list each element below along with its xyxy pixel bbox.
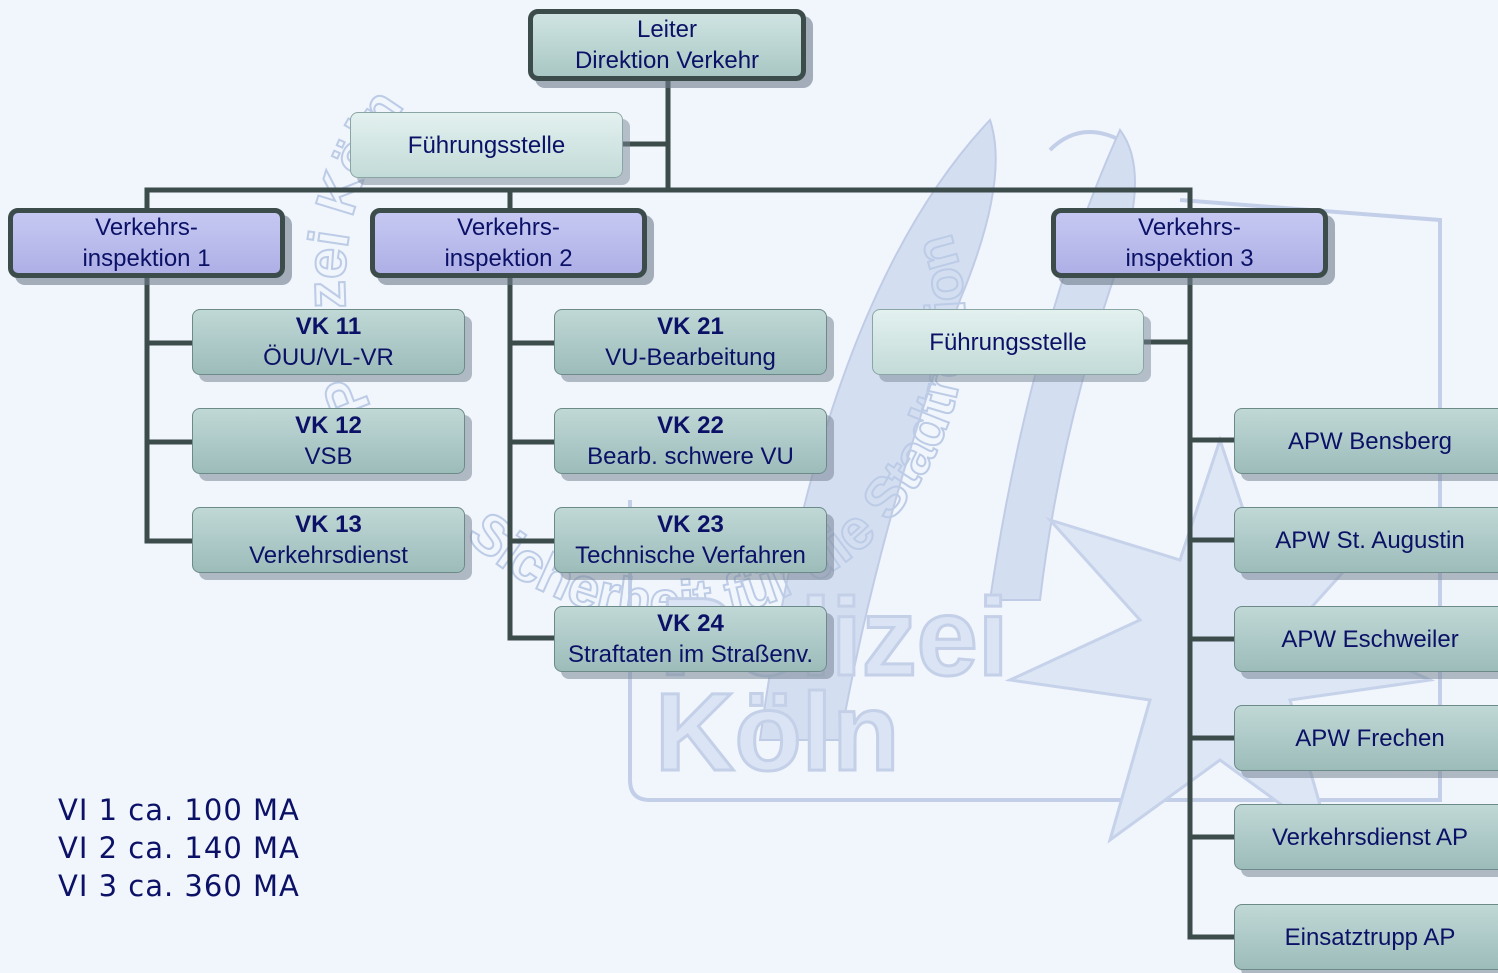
- stat-vi3: VI 3 ca. 360 MA: [58, 869, 300, 903]
- stat-vi2: VI 2 ca. 140 MA: [58, 831, 300, 865]
- unit-name: APW Frechen: [1295, 724, 1445, 752]
- inspection-3-staff-box: Führungsstelle: [872, 309, 1144, 375]
- inspection-2-line2: inspektion 2: [444, 245, 573, 272]
- staff-box: Führungsstelle: [350, 112, 623, 178]
- inspection-3-box: Verkehrs- inspektion 3: [1051, 208, 1328, 278]
- inspection-1-box: Verkehrs- inspektion 1: [8, 208, 285, 278]
- leader-title: Leiter: [636, 16, 698, 43]
- unit-code: VK 11: [295, 313, 362, 340]
- stat-vi1: VI 1 ca. 100 MA: [58, 793, 300, 827]
- unit-apw-eschweiler: APW Eschweiler: [1234, 606, 1498, 672]
- unit-apw-frechen: APW Frechen: [1234, 705, 1498, 771]
- unit-name: Verkehrsdienst: [249, 542, 408, 569]
- staff-statistics: VI 1 ca. 100 MA VI 2 ca. 140 MA VI 3 ca.…: [58, 791, 300, 905]
- leader-subtitle: Direktion Verkehr: [574, 47, 760, 74]
- unit-vk13: VK 13 Verkehrsdienst: [192, 507, 465, 573]
- emblem-frame-inner: [1048, 130, 1121, 152]
- unit-apw-bensberg: APW Bensberg: [1234, 408, 1498, 474]
- inspection-1-line1: Verkehrs-: [95, 214, 198, 241]
- unit-name: Einsatztrupp AP: [1284, 923, 1456, 951]
- unit-name: APW Bensberg: [1287, 427, 1453, 455]
- unit-einsatztrupp-ap: Einsatztrupp AP: [1234, 904, 1498, 970]
- unit-vk11: VK 11 ÖUU/VL-VR: [192, 309, 465, 375]
- inspection-1-line2: inspektion 1: [82, 245, 211, 272]
- unit-code: VK 23: [657, 511, 724, 538]
- inspection-3-line2: inspektion 3: [1125, 245, 1254, 272]
- unit-code: VK 24: [657, 610, 724, 637]
- inspection-2-line1: Verkehrs-: [457, 214, 560, 241]
- unit-apw-st-augustin: APW St. Augustin: [1234, 507, 1498, 573]
- unit-vk24: VK 24 Straftaten im Straßenv.: [554, 606, 827, 672]
- staff-label: Führungsstelle: [407, 131, 566, 159]
- unit-vk23: VK 23 Technische Verfahren: [554, 507, 827, 573]
- inspection-3-staff-label: Führungsstelle: [929, 328, 1087, 356]
- inspection-3-line1: Verkehrs-: [1138, 214, 1241, 241]
- leader-box: Leiter Direktion Verkehr: [528, 9, 806, 81]
- unit-name: Bearb. schwere VU: [587, 443, 794, 470]
- unit-vk12: VK 12 VSB: [192, 408, 465, 474]
- unit-name: VU-Bearbeitung: [605, 344, 776, 371]
- unit-code: VK 22: [657, 412, 724, 439]
- unit-code: VK 12: [295, 412, 362, 439]
- unit-name: APW Eschweiler: [1281, 625, 1459, 653]
- unit-vk22: VK 22 Bearb. schwere VU: [554, 408, 827, 474]
- unit-code: VK 13: [295, 511, 362, 538]
- unit-verkehrsdienst-ap: Verkehrsdienst AP: [1234, 804, 1498, 870]
- unit-name: APW St. Augustin: [1275, 526, 1465, 554]
- unit-name: Verkehrsdienst AP: [1271, 823, 1469, 851]
- unit-name: Straftaten im Straßenv.: [568, 641, 813, 668]
- unit-name: Technische Verfahren: [575, 542, 806, 569]
- unit-vk21: VK 21 VU-Bearbeitung: [554, 309, 827, 375]
- unit-name: ÖUU/VL-VR: [263, 344, 394, 371]
- inspection-2-box: Verkehrs- inspektion 2: [370, 208, 647, 278]
- unit-name: VSB: [304, 443, 353, 470]
- unit-code: VK 21: [657, 313, 724, 340]
- emblem-frame: [628, 198, 1442, 802]
- watermark-koeln: Köln: [655, 671, 899, 794]
